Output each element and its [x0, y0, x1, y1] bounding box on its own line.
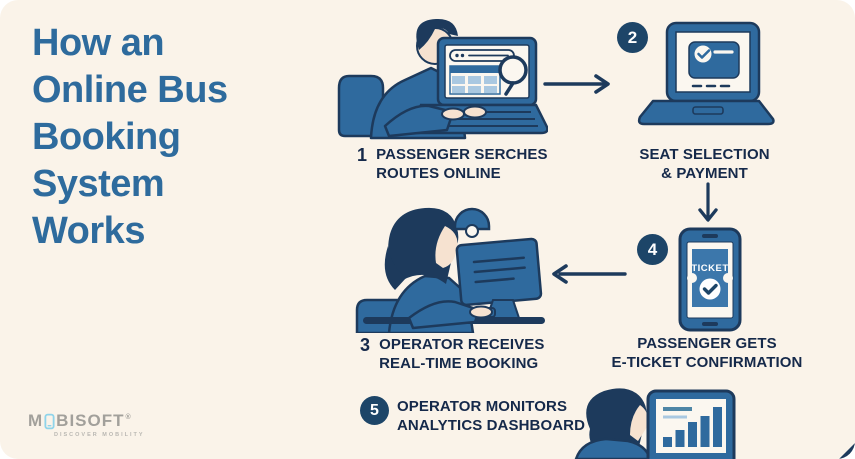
- title-line: Works: [32, 210, 145, 252]
- arrow-left-icon: [552, 264, 627, 284]
- arrow-down-icon: [698, 182, 718, 222]
- step5-badge: 5: [360, 396, 389, 425]
- title-line: Online Bus: [32, 69, 228, 111]
- checkmark-icon: [697, 49, 711, 59]
- operator-desktop-icon: [355, 207, 545, 333]
- analytics-dashboard-icon: [574, 388, 736, 459]
- desk-lamp-icon: [453, 207, 491, 231]
- step4-label: PASSENGER GETS E-TICKET CONFIRMATION: [611, 335, 803, 371]
- payment-card-icon: [688, 41, 740, 79]
- laptop-payment-icon: [637, 21, 775, 126]
- title-line: System: [32, 163, 165, 205]
- title-line: Booking: [32, 116, 181, 158]
- logo-text: M: [28, 411, 44, 430]
- corner-decoration: [839, 443, 855, 459]
- step4-badge: 4: [637, 234, 668, 265]
- step3-number: 3: [360, 335, 371, 355]
- logo-text: BISOFT: [56, 411, 125, 430]
- ticket-label: TICKET: [691, 263, 728, 274]
- step5-label: OPERATOR MONITORS ANALYTICS DASHBOARD: [397, 398, 586, 434]
- step2-label: SEAT SELECTION & PAYMENT: [639, 146, 770, 182]
- step1-label: 1 PASSENGER SERCHES ROUTES ONLINE: [357, 145, 548, 182]
- arrow-right-icon: [543, 74, 610, 94]
- step3-label: 3 OPERATOR RECEIVES REAL-TIME BOOKING: [360, 335, 545, 372]
- step1-number: 1: [357, 145, 368, 165]
- dashboard-bars: [663, 407, 722, 447]
- checkmark-icon: [702, 283, 718, 295]
- logo-phone-icon: [44, 413, 55, 429]
- registered-mark: ®: [125, 413, 132, 421]
- mobisoft-logo: M BISOFT ® DISCOVER MOBILITY: [28, 411, 145, 438]
- passenger-searching-laptop-icon: [337, 18, 548, 140]
- step2-badge: 2: [617, 22, 648, 53]
- page-title: How an Online Bus Booking System Works: [32, 20, 312, 255]
- monitor-icon: [455, 237, 543, 307]
- phone-eticket-icon: TICKET: [678, 227, 742, 332]
- title-line: How an: [32, 22, 165, 64]
- search-icon: [498, 55, 528, 85]
- logo-tagline: DISCOVER MOBILITY: [54, 432, 145, 438]
